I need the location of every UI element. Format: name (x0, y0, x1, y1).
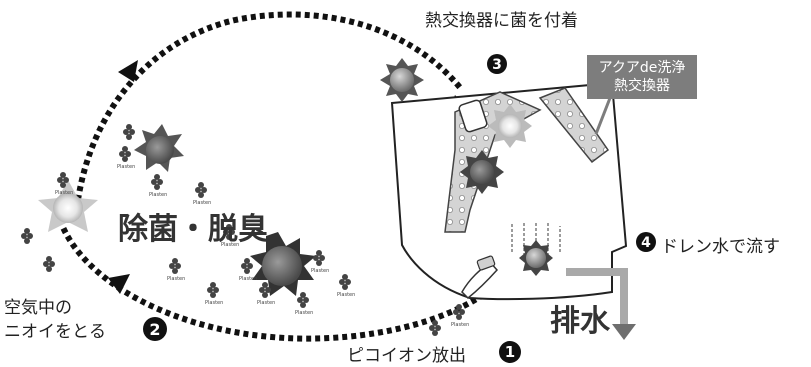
step2-label: 空気中の ニオイをとる (4, 296, 106, 344)
unit-outline (390, 81, 628, 301)
step-badge-3: 3 (487, 54, 507, 74)
circulation-loop (57, 11, 492, 342)
svg-text:Plasten: Plasten (221, 242, 239, 248)
svg-text:Plasten: Plasten (337, 292, 355, 298)
drain-label: 排水 (550, 304, 610, 339)
filter-block (458, 99, 488, 133)
step4-label: ドレン水で流す (661, 237, 780, 257)
germ-icon-glow-left (38, 180, 98, 232)
hx-callout-pointer (594, 97, 612, 135)
svg-text:Plasten: Plasten (257, 300, 275, 306)
germ-icon-draining (519, 240, 553, 276)
step1-label: ピコイオン放出 (347, 346, 466, 366)
svg-text:Plasten: Plasten (295, 310, 313, 316)
step2-label-line2: ニオイをとる (4, 322, 106, 342)
svg-text:Plasten: Plasten (239, 276, 257, 282)
step-badge-2: 2 (143, 317, 167, 341)
right-fin-bank (538, 87, 610, 164)
loop-lower-arc (57, 218, 492, 342)
germ-icon-exchanger-left (460, 150, 504, 194)
ion-generator (476, 255, 496, 271)
heat-exchanger-callout: アクアde洗浄 熱交換器 (587, 55, 697, 99)
svg-text:Plasten: Plasten (193, 200, 211, 206)
hx-callout-line1: アクアde洗浄 (598, 60, 686, 76)
svg-text:1: 1 (505, 343, 515, 361)
germ-icon-flying (380, 58, 424, 102)
loop-upper-arc (75, 11, 465, 201)
step-badge-4: 4 (636, 232, 656, 252)
ion-particle-labels: Plasten Plasten Plasten Plasten Plasten … (55, 164, 469, 328)
heat-exchanger-unit (390, 81, 636, 340)
step3-label: 熱交換器に菌を付着 (425, 11, 578, 31)
step2-label-line1: 空気中の (4, 298, 72, 318)
svg-text:Plasten: Plasten (55, 190, 73, 196)
loop-arrow-upper-icon (118, 60, 138, 82)
ion-particles (21, 124, 465, 336)
step-badge-1: 1 (499, 341, 521, 363)
svg-text:Plasten: Plasten (311, 268, 329, 274)
drain-pipe (566, 268, 628, 326)
svg-text:Plasten: Plasten (451, 322, 469, 328)
germ-icon-top-left (134, 124, 184, 172)
svg-text:3: 3 (492, 57, 502, 73)
svg-text:4: 4 (641, 235, 651, 251)
drain-arrow-icon (612, 324, 636, 340)
germ-icon-on-exchanger (488, 104, 532, 148)
svg-text:Plasten: Plasten (117, 164, 135, 170)
germ-icon-big (250, 232, 316, 296)
hx-callout-line2: 熱交換器 (614, 78, 670, 94)
loop-arrow-lower-icon (108, 274, 130, 294)
svg-text:2: 2 (149, 320, 160, 339)
svg-text:Plasten: Plasten (205, 300, 223, 306)
deodorize-label: 除菌・脱臭 (118, 212, 268, 247)
svg-text:Plasten: Plasten (167, 276, 185, 282)
svg-text:Plasten: Plasten (149, 192, 167, 198)
louver (461, 260, 499, 300)
